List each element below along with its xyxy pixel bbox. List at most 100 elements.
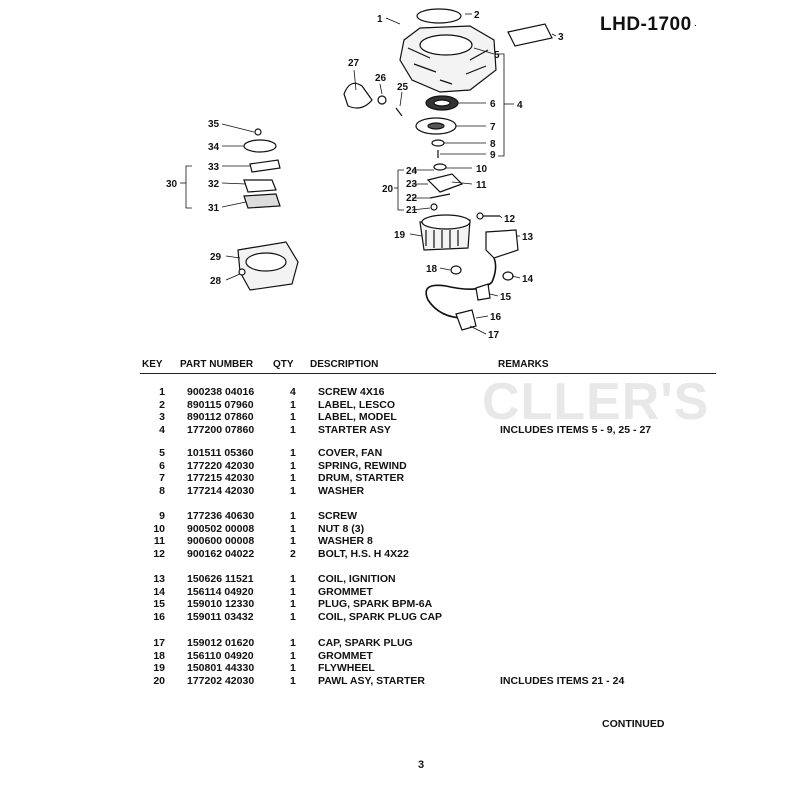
callout-32: 32 — [208, 179, 220, 190]
row-part-number: 890115 07960 — [187, 398, 254, 411]
row-qty: 1 — [290, 637, 296, 649]
row-key: 11 — [153, 535, 165, 548]
row-qty: 4 — [290, 386, 296, 398]
row-qty: 1 — [290, 675, 296, 688]
row-part-number: 900600 00008 — [187, 535, 255, 548]
parts-diagram: 1 2 3 4 5 6 7 8 9 10 11 12 13 14 15 16 1… — [166, 8, 564, 341]
row-description: FLYWHEEL — [318, 662, 375, 675]
row-qty: 1 — [290, 398, 296, 411]
row-part-number: 900502 00008 — [187, 522, 255, 535]
row-description: GROMMET — [318, 649, 373, 662]
row-description: SCREW — [318, 510, 358, 522]
callout-3: 3 — [558, 32, 564, 43]
row-part-number: 101511 05360 — [187, 447, 254, 459]
label-tag-shape — [507, 23, 553, 47]
row-qty: 1 — [290, 424, 296, 437]
row-description: WASHER — [318, 485, 365, 498]
row-description: COIL, IGNITION — [318, 573, 396, 585]
row-part-number: 177236 40630 — [187, 510, 255, 522]
callout-1: 1 — [377, 14, 383, 25]
row-description: BOLT, H.S. H 4X22 — [318, 548, 409, 561]
row-description: LABEL, MODEL — [318, 411, 397, 424]
callout-6: 6 — [490, 99, 496, 110]
row-description: STARTER ASY — [318, 424, 391, 437]
callout-19: 19 — [394, 230, 406, 241]
row-key: 14 — [153, 585, 165, 598]
row-description: LABEL, LESCO — [318, 398, 396, 411]
row-description: SCREW 4X16 — [318, 386, 385, 398]
row-key: 9 — [159, 510, 165, 522]
row-part-number: 159012 01620 — [187, 637, 255, 649]
row-part-number: 177202 42030 — [187, 675, 255, 688]
callout-15: 15 — [500, 292, 512, 303]
callout-27: 27 — [348, 58, 360, 69]
callout-16: 16 — [490, 312, 502, 323]
callout-7: 7 — [490, 122, 496, 133]
row-part-number: 900238 04016 — [187, 386, 255, 398]
row-description: CAP, SPARK PLUG — [318, 637, 413, 649]
row-qty: 1 — [290, 611, 296, 624]
row-key: 13 — [153, 573, 165, 585]
row-qty: 1 — [290, 662, 296, 675]
watermark: CLLER'S — [482, 373, 710, 431]
row-description: GROMMET — [318, 585, 373, 598]
callout-21: 21 — [406, 205, 418, 216]
row-description: PLUG, SPARK BPM-6A — [318, 598, 433, 611]
row-part-number: 177220 42030 — [187, 459, 255, 472]
row-qty: 1 — [290, 535, 296, 548]
callout-13: 13 — [522, 232, 534, 243]
callout-9: 9 — [490, 150, 496, 161]
row-part-number: 177200 07860 — [187, 424, 255, 437]
row-qty: 1 — [290, 472, 296, 485]
row-description: NUT 8 (3) — [318, 522, 365, 535]
row-qty: 1 — [290, 522, 296, 535]
row-description: COVER, FAN — [318, 447, 383, 459]
row-key: 18 — [153, 649, 165, 662]
row-key: 2 — [159, 398, 165, 411]
row-key: 17 — [153, 637, 165, 649]
header-description: DESCRIPTION — [310, 359, 379, 370]
callout-20: 20 — [382, 184, 394, 195]
row-qty: 1 — [290, 447, 296, 459]
row-key: 12 — [153, 548, 165, 561]
row-qty: 1 — [290, 485, 296, 498]
row-qty: 1 — [290, 411, 296, 424]
callout-8: 8 — [490, 139, 496, 150]
row-qty: 1 — [290, 585, 296, 598]
row-qty: 1 — [290, 649, 296, 662]
header-part-number: PART NUMBER — [180, 359, 254, 370]
row-part-number: 150626 11521 — [187, 573, 254, 585]
label-oval-shape — [416, 8, 462, 24]
row-part-number: 177215 42030 — [187, 472, 255, 485]
stray-mark: ⸱ — [694, 21, 697, 32]
row-key: 8 — [159, 485, 165, 498]
callout-25: 25 — [397, 82, 409, 93]
row-part-number: 156110 04920 — [187, 649, 254, 662]
row-description: COIL, SPARK PLUG CAP — [318, 611, 443, 624]
row-key: 4 — [159, 424, 165, 437]
row-key: 1 — [159, 386, 165, 398]
table-row: 18 156110 04920 1 GROMMET — [0, 650, 800, 662]
row-key: 16 — [153, 611, 165, 624]
callout-5: 5 — [494, 50, 500, 61]
document-code: LHD-1700 — [600, 14, 692, 35]
row-qty: 1 — [290, 598, 296, 611]
callout-24: 24 — [406, 166, 418, 177]
row-part-number: 156114 04920 — [187, 585, 254, 598]
row-qty: 1 — [290, 459, 296, 472]
callout-26: 26 — [375, 73, 387, 84]
callout-11: 11 — [476, 180, 487, 191]
callout-34: 34 — [208, 142, 220, 153]
row-qty: 2 — [290, 548, 296, 561]
header-remarks: REMARKS — [498, 359, 549, 370]
row-key: 7 — [159, 472, 165, 485]
